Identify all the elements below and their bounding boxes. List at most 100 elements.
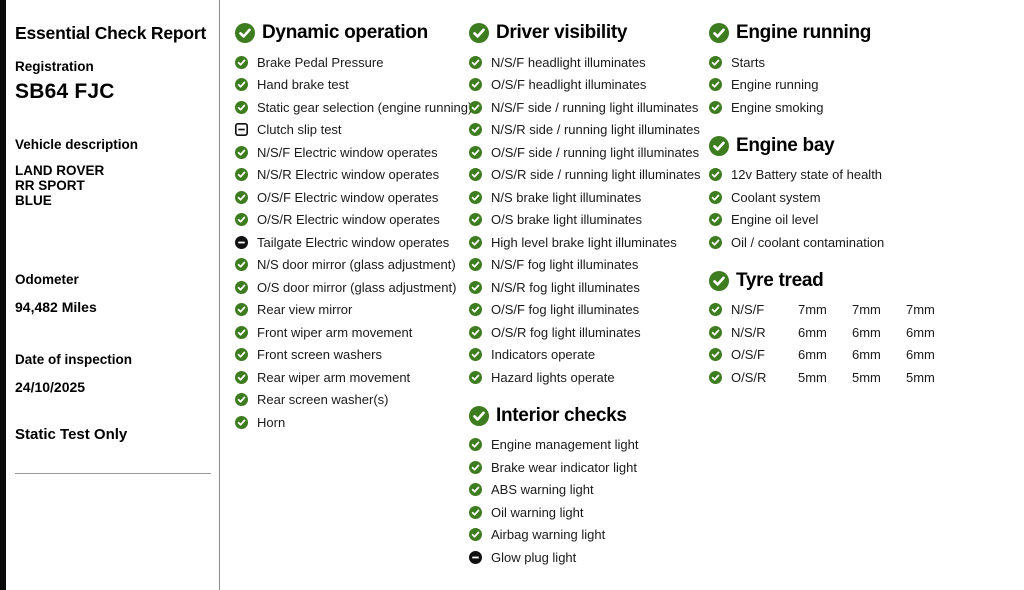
checklist-item: O/S/R side / running light illuminates [469, 164, 706, 187]
check-circle-icon [469, 235, 482, 249]
report-title: Essential Check Report [15, 23, 207, 43]
check-circle-icon [469, 100, 482, 114]
checklist-item: Rear view mirror [235, 299, 468, 322]
checklist-item: N/S/R fog light illuminates [469, 276, 706, 299]
page-left-border [0, 0, 6, 590]
check-circle-icon [235, 55, 248, 69]
checklist-item-label: Static gear selection (engine running) [257, 99, 473, 115]
checklist-item: Oil warning light [469, 501, 706, 524]
checklist-item-label: O/S/R fog light illuminates [491, 324, 641, 340]
check-circle-icon [235, 303, 248, 317]
section-engine-running: Engine running Starts [709, 22, 1017, 119]
checklist-item: Engine smoking [709, 96, 1017, 119]
checklist-item: Rear screen washer(s) [235, 389, 468, 412]
tyre-tread-row: O/S/R 5mm 5mm 5mm [709, 366, 1017, 389]
vehicle-model: RR SPORT [15, 178, 85, 193]
tyre-tread-value-2: 5mm [852, 369, 881, 385]
checklist-item: Indicators operate [469, 344, 706, 367]
check-circle-icon [709, 135, 729, 156]
check-circle-icon [469, 190, 482, 204]
check-circle-icon [709, 23, 729, 43]
checklist-item: Oil / coolant contamination [709, 231, 1017, 254]
registration-label: Registration [15, 59, 94, 74]
section-title: Driver visibility [496, 22, 628, 43]
checklist-item: O/S/R Electric window operates [235, 209, 468, 232]
tyre-tread-row: N/S/F 7mm 7mm 7mm [709, 299, 1017, 322]
checklist-item: O/S/F fog light illuminates [469, 299, 706, 322]
checklist-item: Starts [709, 51, 1017, 74]
check-circle-icon [469, 528, 482, 542]
minus-square-icon [235, 123, 248, 137]
checklist-item: Hand brake test [235, 74, 468, 97]
checklist-item-label: Engine oil level [731, 212, 819, 228]
checklist-item-label: Oil warning light [491, 504, 584, 520]
tyre-position-label: O/S/R [731, 369, 767, 385]
check-circle-icon [235, 78, 248, 92]
checklist-item-label: N/S brake light illuminates [491, 189, 642, 205]
registration-value: SB64 FJC [15, 80, 115, 103]
check-circle-icon [709, 78, 722, 92]
section-engine-bay: Engine bay 12v Battery state of health [709, 135, 1017, 254]
checklist-item-label: N/S/F fog light illuminates [491, 257, 639, 273]
check-circle-icon [469, 78, 482, 92]
check-circle-icon [235, 415, 248, 429]
checklist-item: Front screen washers [235, 344, 468, 367]
section-items: 12v Battery state of health Coolant syst… [709, 164, 1017, 254]
checklist-item-label: Coolant system [731, 189, 821, 205]
check-circle-icon [235, 145, 248, 159]
check-circle-icon [709, 168, 722, 182]
checklist-item: N/S/F headlight illuminates [469, 51, 706, 74]
minus-circle-icon [235, 235, 248, 249]
check-circle-icon [709, 270, 729, 291]
column-driver-visibility: Driver visibility N/S/F headlight illumi… [469, 0, 706, 569]
section-items: N/S/F headlight illuminates O/S/F headli… [469, 51, 706, 389]
checklist-item: Front wiper arm movement [235, 321, 468, 344]
tyre-tread-value-1: 6mm [798, 347, 827, 363]
tyre-tread-value-3: 6mm [906, 347, 935, 363]
section-title: Engine bay [736, 134, 835, 156]
check-circle-icon [709, 370, 722, 384]
checklist-item-label: ABS warning light [491, 482, 594, 498]
checklist-item-label: Front screen washers [257, 347, 382, 363]
checklist-item-label: N/S/R fog light illuminates [491, 279, 640, 295]
checklist-item: O/S brake light illuminates [469, 209, 706, 232]
section-header: Engine bay [709, 135, 1017, 157]
inspection-date-value: 24/10/2025 [15, 379, 86, 395]
checklist-item: Brake wear indicator light [469, 456, 706, 479]
checklist-item-label: Airbag warning light [491, 527, 606, 543]
check-circle-icon [235, 370, 248, 384]
checklist-item-label: High level brake light illuminates [491, 234, 677, 250]
check-circle-icon [469, 505, 482, 519]
check-circle-icon [709, 325, 722, 339]
tyre-tread-row: N/S/R 6mm 6mm 6mm [709, 321, 1017, 344]
checklist-item-label: Rear view mirror [257, 302, 353, 318]
check-circle-icon [469, 303, 482, 317]
checklist-item-label: O/S/F side / running light illuminates [491, 144, 700, 160]
report-sidebar: Essential Check Report Registration SB64… [15, 0, 211, 474]
checklist-item-label: Rear screen washer(s) [257, 392, 389, 408]
section-title: Engine running [736, 22, 872, 43]
tyre-tread-value-3: 7mm [906, 302, 935, 318]
sidebar-rule [15, 473, 211, 474]
section-title: Dynamic operation [262, 22, 428, 43]
checklist-item-label: O/S/F fog light illuminates [491, 302, 640, 318]
check-circle-icon [709, 190, 722, 204]
checklist-item-label: Clutch slip test [257, 122, 342, 138]
section-title: Tyre tread [736, 269, 824, 291]
checklist-item: N/S/F side / running light illuminates [469, 96, 706, 119]
section-tyre-tread: Tyre tread N/S/F 7mm 7mm 7mm [709, 270, 1017, 389]
tyre-tread-value-2: 6mm [852, 347, 881, 363]
tyre-tread-value-3: 6mm [906, 324, 935, 340]
checklist-item: Hazard lights operate [469, 366, 706, 389]
checklist-item: N/S/F fog light illuminates [469, 254, 706, 277]
tyre-tread-value-2: 7mm [852, 302, 881, 318]
check-circle-icon [235, 100, 248, 114]
checklist-item-label: O/S brake light illuminates [491, 212, 643, 228]
section-items: Starts Engine running [709, 51, 1017, 119]
section-header: Tyre tread [709, 270, 1017, 292]
check-circle-icon [469, 460, 482, 474]
section-title: Interior checks [496, 404, 627, 426]
column-engine-tyres: Engine running Starts [709, 0, 1017, 389]
tyre-position-label: N/S/R [731, 324, 766, 340]
checklist-item-label: Engine smoking [731, 99, 824, 115]
